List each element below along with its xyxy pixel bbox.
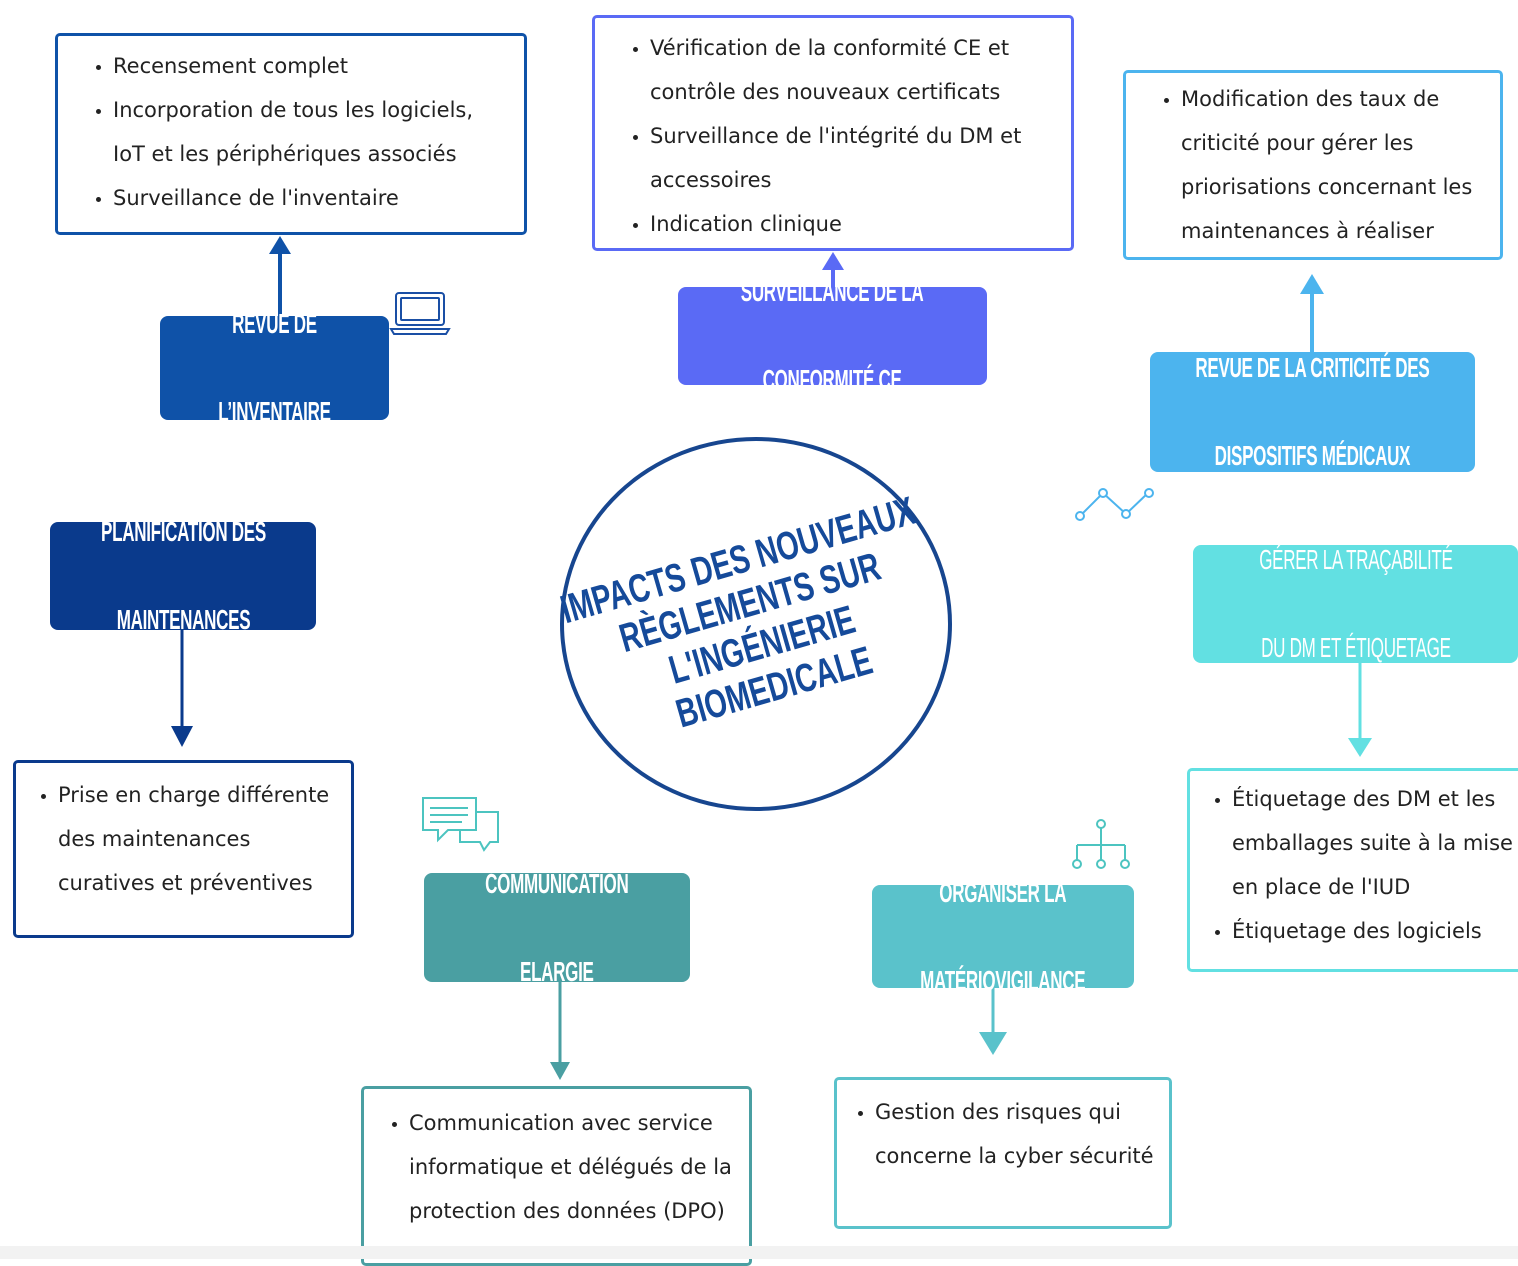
center-circle	[560, 437, 952, 811]
tracabilite-label-line-1: GÉRER LA TRAÇABILITÉ	[1258, 544, 1453, 575]
conformite-label: SURVEILLANCE DE LA CONFORMITÉ CE	[678, 276, 987, 395]
tracabilite-item-2: Étiquetage des logiciels	[1232, 909, 1518, 953]
arrow-materiovigilance	[979, 988, 1007, 1055]
conformite-label-line-1: SURVEILLANCE DE LA	[741, 276, 924, 307]
planification-item-1: Prise en charge différente des maintenan…	[58, 773, 337, 905]
materiovigilance-details: Gestion des risques qui concerne la cybe…	[834, 1077, 1172, 1229]
planification-label-line-1: PLANIFICATION DES	[100, 516, 266, 547]
laptop-icon	[389, 292, 451, 335]
planification-label-line-2: MAINTENANCES	[116, 604, 250, 635]
arrow-inventaire	[269, 236, 291, 316]
arrow-conformite	[822, 252, 844, 287]
communication-label-line-1: COMMUNICATION	[485, 867, 629, 899]
communication-label: COMMUNICATION ELARGIE	[424, 868, 690, 987]
arrow-tracabilite	[1348, 663, 1372, 757]
tracabilite-label: GÉRER LA TRAÇABILITÉ DU DM ET ÉTIQUETAGE	[1193, 544, 1518, 663]
criticite-label-line-1: REVUE DE LA CRITICITÉ DES	[1195, 352, 1430, 383]
criticite-label: REVUE DE LA CRITICITÉ DES DISPOSITIFS MÉD…	[1150, 352, 1475, 472]
inventaire-details: Recensement complet Incorporation de tou…	[55, 33, 527, 235]
tracabilite-label-line-2: DU DM ET ÉTIQUETAGE	[1260, 632, 1451, 663]
inventaire-label-line-1: REVUE DE	[232, 308, 317, 339]
arrow-criticite	[1300, 274, 1324, 352]
tracabilite-details: Étiquetage des DM et les emballages suit…	[1187, 768, 1518, 972]
conformite-item-1: Vérification de la conformité CE et cont…	[650, 26, 1071, 114]
materiovigilance-item-1: Gestion des risques qui concerne la cybe…	[875, 1090, 1159, 1178]
conformite-item-2: Surveillance de l'intégrité du DM et acc…	[650, 114, 1071, 202]
communication-details: Communication avec service informatique …	[361, 1086, 752, 1266]
inventaire-item-2: Incorporation de tous les logiciels, IoT…	[113, 88, 524, 176]
hierarchy-icon	[1072, 819, 1130, 869]
inventaire-item-3: Surveillance de l'inventaire	[113, 176, 524, 220]
arrow-communication	[550, 982, 570, 1080]
inventaire-label: REVUE DE L’INVENTAIRE	[160, 308, 389, 427]
communication-label-line-2: ELARGIE	[520, 955, 594, 987]
conformite-item-3: Indication clinique	[650, 202, 1071, 246]
criticite-item-1: Modification des taux de criticité pour …	[1181, 77, 1480, 253]
materiovigilance-label-line-2: MATÉRIOVIGILANCE	[920, 964, 1086, 996]
materiovigilance-label: ORGANISER LA MATÉRIOVIGILANCE	[872, 877, 1134, 996]
inventaire-label-line-2: L’INVENTAIRE	[218, 396, 331, 427]
conformite-details: Vérification de la conformité CE et cont…	[592, 15, 1074, 251]
conformite-label-line-2: CONFORMITÉ CE	[763, 364, 902, 395]
bottom-strip	[0, 1246, 1518, 1259]
planification-details: Prise en charge différente des maintenan…	[13, 760, 354, 938]
tracabilite-item-1: Étiquetage des DM et les emballages suit…	[1232, 777, 1518, 909]
materiovigilance-label-line-1: ORGANISER LA	[939, 876, 1067, 908]
communication-item-1: Communication avec service informatique …	[409, 1101, 739, 1233]
center-title: IMPACTS DES NOUVEAUX RÈGLEMENTS SUR L'IN…	[556, 437, 952, 811]
line-chart-icon	[1075, 488, 1154, 521]
criticite-details: Modification des taux de criticité pour …	[1123, 70, 1503, 260]
chat-bubbles-icon	[422, 797, 499, 852]
arrow-planification	[171, 630, 193, 747]
inventaire-item-1: Recensement complet	[113, 44, 524, 88]
planification-label: PLANIFICATION DES MAINTENANCES	[50, 516, 316, 635]
criticite-label-line-2: DISPOSITIFS MÉDICAUX	[1214, 440, 1411, 471]
